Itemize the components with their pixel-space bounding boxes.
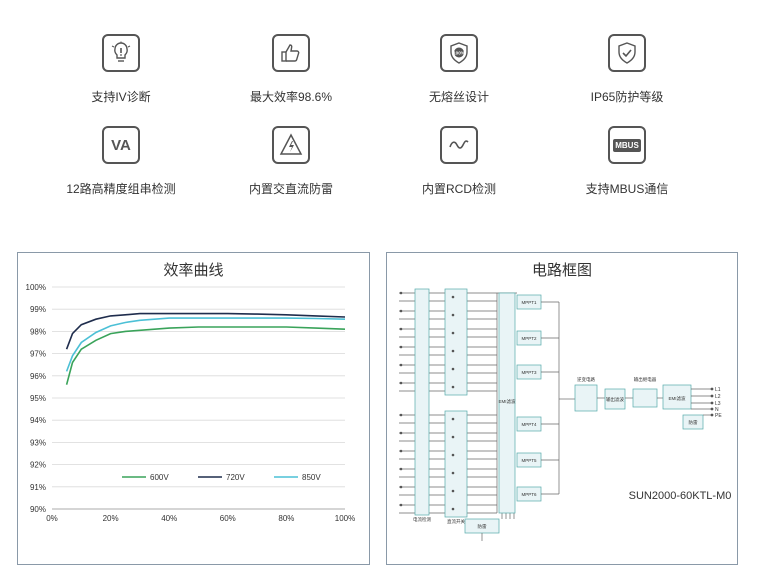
feature-label: 无熔丝设计 [428,90,489,104]
model-label: SUN2000-60KTL-M0 [629,490,732,502]
feature-mbus: MBUS 支持MBUS通信 [552,126,702,197]
shield-100-icon: 100% [440,34,478,72]
mppt2-label: MPPT2 [521,336,537,341]
feature-label: 12路高精度组串检测 [66,182,176,196]
feature-lightning-protection: 内置交直流防雷 [216,126,366,197]
y-tick-label: 100% [26,283,46,292]
emi-label: EMI滤波 [498,398,516,405]
output-relay-label: 输出继电器 [634,376,657,383]
dc-lightning-label: 防雷 [478,523,487,530]
y-tick-label: 96% [30,372,46,381]
thumbs-up-icon [272,34,310,72]
y-tick-label: 91% [30,483,46,492]
output-filter-label: 输出滤波 [606,396,624,403]
x-tick-label: 80% [278,514,294,523]
lightbulb-icon [102,34,140,72]
dc-switch-label: 直流开关 [447,518,465,525]
feature-fuse-free: 100% 无熔丝设计 [384,34,534,105]
output-l3: L3 [715,401,721,407]
legend-label: 720V [226,473,245,482]
output-l2: L2 [715,394,721,400]
legend-label: 850V [302,473,321,482]
mppt5-label: MPPT5 [521,458,537,463]
va-icon-text: VA [111,136,131,154]
mbus-icon-text: MBUS [613,138,641,152]
mppt4-label: MPPT4 [521,422,537,427]
circuit-diagram-panel: 电路框图 [386,252,738,565]
series-line-720V [65,312,346,350]
x-tick-label: 60% [220,514,236,523]
sine-wave-icon [440,126,478,164]
feature-label: 内置交直流防雷 [248,182,333,196]
feature-max-efficiency: 最大效率98.6% [216,34,366,105]
output-l1: L1 [715,387,721,393]
feature-string-detection: VA 12路高精度组串检测 [46,126,196,197]
mbus-icon: MBUS [608,126,646,164]
mppt1-label: MPPT1 [521,300,537,305]
y-tick-label: 90% [30,505,46,514]
mppt3-label: MPPT3 [521,370,537,375]
circuit-diagram: MPPT1 MPPT2 MPPT3 MPPT4 MPPT5 MPPT6 EMI滤… [399,288,732,541]
x-tick-label: 20% [103,514,119,523]
mppt-blocks [516,294,542,502]
y-tick-label: 98% [30,327,46,336]
y-tick-label: 92% [30,461,46,470]
feature-ip65: IP65防护等级 [552,34,702,105]
y-tick-label: 94% [30,416,46,425]
output-n: N [715,407,719,413]
lightning-label: 防雷 [689,419,698,426]
series-line-600V [65,326,346,385]
feature-label: 内置RCD检测 [422,182,496,196]
circuit-title: 电路框图 [531,262,592,279]
x-tick-label: 40% [161,514,177,523]
y-tick-label: 95% [30,394,46,403]
feature-label: 支持MBUS通信 [585,182,669,196]
chart-title: 效率曲线 [163,262,224,279]
feature-label: 支持IV诊断 [91,90,151,104]
mppt6-label: MPPT6 [521,492,537,497]
y-tick-label: 97% [30,350,46,359]
legend-label: 600V [150,473,169,482]
current-detect-label: 电流检测 [413,516,431,523]
x-tick-label: 0% [46,514,58,523]
shield-check-icon [608,34,646,72]
inverter-label: 逆变电路 [577,376,595,383]
svg-text:100%: 100% [453,50,465,55]
efficiency-chart: 90% 91% 92% 93% 94% 95% 96% 97% 98% 99% 100% 0% 20% 4… [26,283,356,523]
y-tick-label: 99% [30,305,46,314]
feature-label: IP65防护等级 [590,90,664,104]
output-pe: PE [715,413,722,419]
feature-rcd: 内置RCD检测 [384,126,534,197]
x-tick-label: 100% [335,514,355,523]
lightning-warning-icon [272,126,310,164]
series-line-850V [65,317,346,372]
va-icon: VA [102,126,140,164]
efficiency-chart-panel: 效率曲线 90% 91% 92% 93% 94% 95% 96% 97% 98% 99% 100% 0… [17,252,370,565]
output-emi-label: EMI滤波 [668,395,686,402]
feature-label: 最大效率98.6% [249,90,333,104]
feature-iv-diagnosis: 支持IV诊断 [46,34,196,105]
y-tick-label: 93% [30,438,46,447]
